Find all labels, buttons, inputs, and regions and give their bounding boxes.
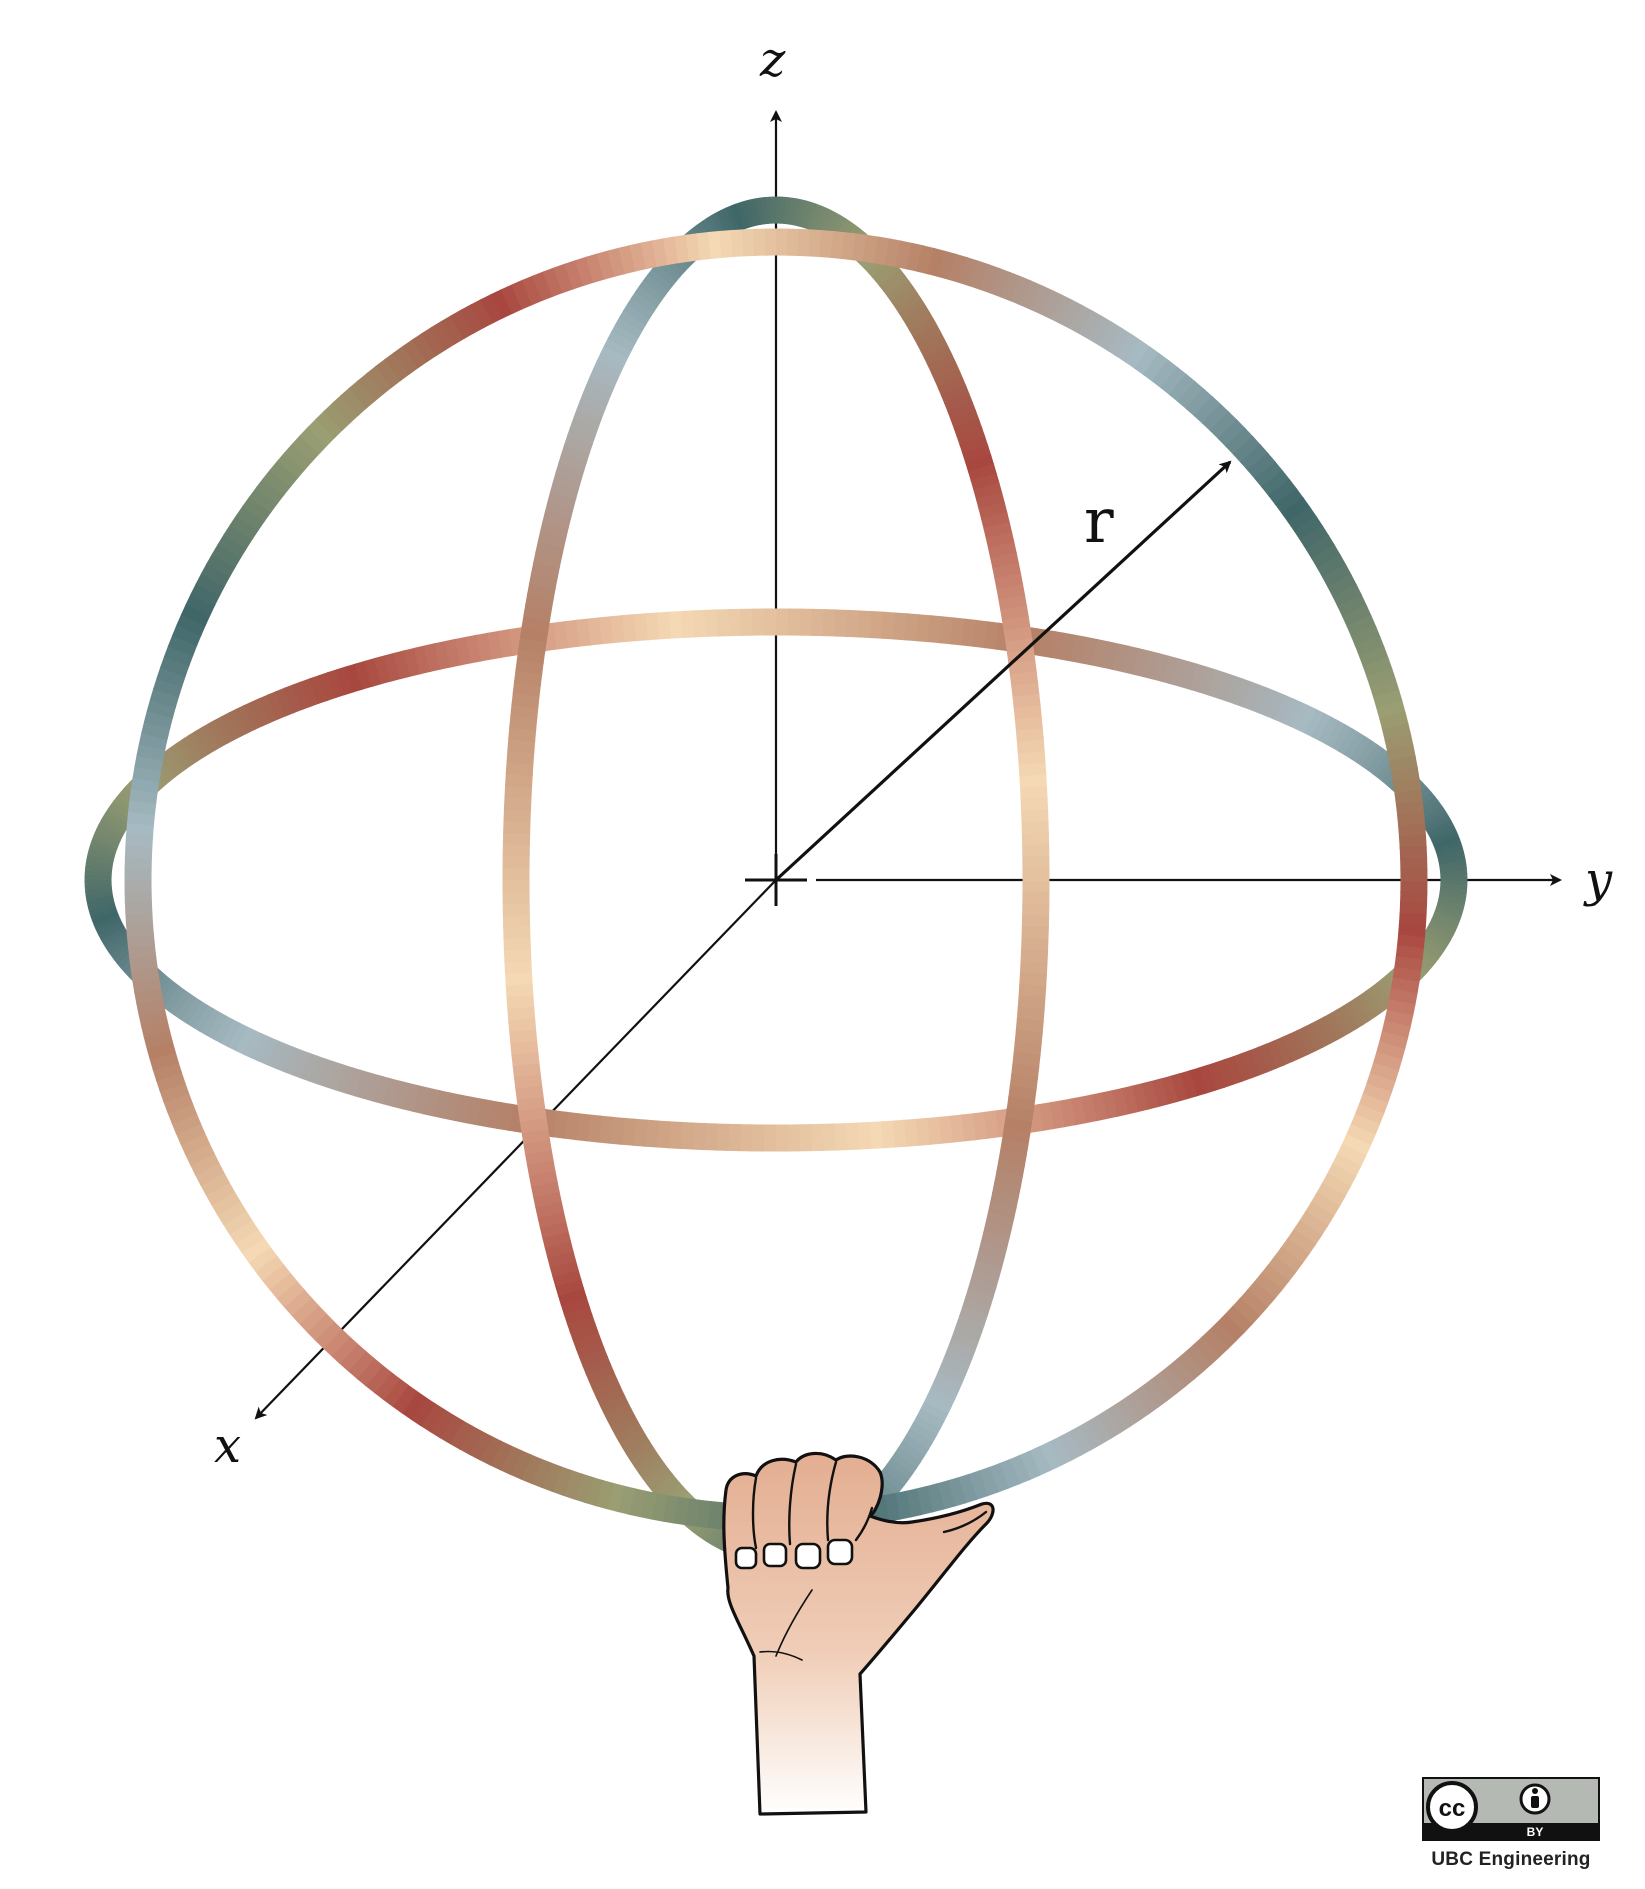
cc-icon-letters: cc bbox=[1439, 1795, 1466, 1822]
palm-lines bbox=[759, 1589, 813, 1661]
radius-vector bbox=[774, 460, 1232, 882]
credit-text: UBC Engineering bbox=[1431, 1849, 1591, 1870]
outline-ring bbox=[124, 228, 1428, 1532]
hand-silhouette bbox=[722, 1451, 995, 1816]
x-axis-label: x bbox=[214, 1418, 241, 1474]
hand-illustration bbox=[722, 1451, 995, 1816]
fingernails bbox=[734, 1538, 854, 1570]
cc-icon bbox=[1426, 1781, 1478, 1833]
x-axis bbox=[254, 879, 777, 1420]
radius-label: r bbox=[1084, 484, 1114, 557]
origin-marker bbox=[745, 854, 807, 906]
finger-creases bbox=[751, 1460, 988, 1550]
y-axis-label: y bbox=[1583, 852, 1613, 908]
radius-arrow bbox=[774, 460, 1232, 882]
by-label: BY bbox=[1527, 1825, 1544, 1839]
license-block: cc BY UBC Engineering bbox=[1422, 1777, 1600, 1871]
z-axis-label: z bbox=[759, 32, 786, 88]
cc-by-badge: cc BY bbox=[1422, 1777, 1600, 1841]
